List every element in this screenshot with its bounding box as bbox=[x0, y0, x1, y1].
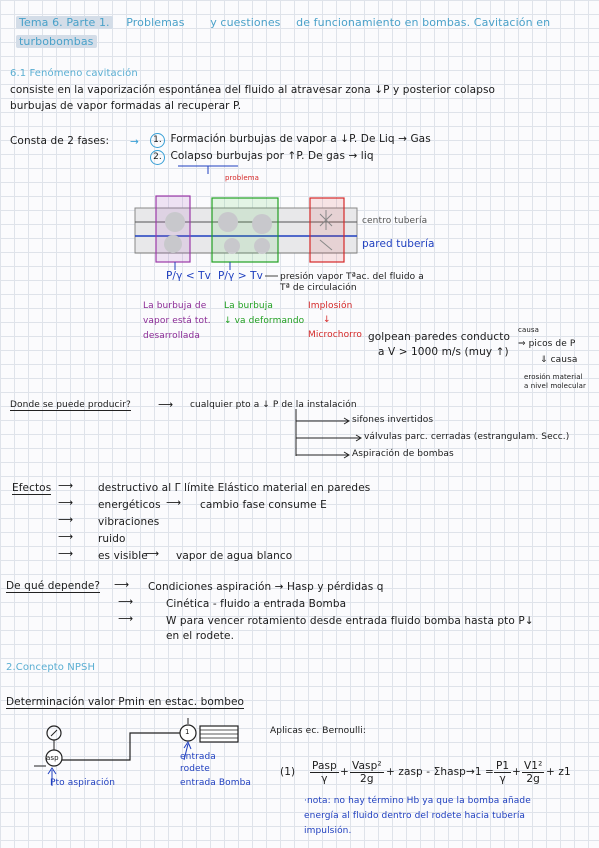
donde-item-2: válvulas parc. cerradas (estrangulam. Se… bbox=[364, 432, 570, 442]
eq-end: + z1 bbox=[546, 766, 571, 778]
equation-number: (1) bbox=[280, 766, 296, 778]
red-note-3: Microchorro bbox=[308, 330, 363, 340]
equation-p-less-tv: P/γ < Tv bbox=[166, 270, 211, 282]
section-heading-npsh: 2.Concepto NPSH bbox=[6, 662, 96, 673]
erosion-note-1: erosión material bbox=[524, 373, 583, 381]
title-part-1: Tema 6. Parte 1. bbox=[16, 16, 113, 29]
zone-implosion bbox=[309, 197, 345, 263]
efecto-item-2: energéticos bbox=[98, 499, 161, 511]
phase-2: 2. Colapso burbujas por ↑P. De gas → liq bbox=[150, 150, 374, 165]
phases-label: Consta de 2 fases: bbox=[10, 135, 110, 147]
red-note-2: ↓ bbox=[323, 315, 331, 325]
phase-2-note: problema bbox=[225, 174, 260, 182]
entrada-label-3: entrada Bomba bbox=[180, 778, 252, 788]
pipe-center-label: centro tubería bbox=[362, 216, 428, 226]
green-note-1: La burbuja bbox=[224, 301, 273, 311]
efecto-visible-note: vapor de agua blanco bbox=[176, 550, 293, 562]
entrada-label-1: entrada bbox=[180, 752, 216, 762]
title-line-2: turbobombas bbox=[16, 35, 97, 48]
phase-2-text: Colapso burbujas por ↑P. De gas → liq bbox=[170, 150, 374, 162]
note-line-1: ·nota: no hay término Hb ya que la bomba… bbox=[304, 796, 531, 806]
donde-label: Donde se puede producir? bbox=[10, 400, 131, 411]
section-heading-cavitacion: 6.1 Fenómeno cavitación bbox=[10, 68, 138, 79]
depende-item-2: Cinética - fluido a entrada Bomba bbox=[166, 598, 347, 610]
depende-item-3: W para vencer rotamiento desde entrada f… bbox=[166, 615, 534, 627]
vapor-pressure-note-1: presión vapor Tªac. del fluido a bbox=[280, 272, 424, 282]
definition-line-1: consiste en la vaporización espontánea d… bbox=[10, 84, 496, 96]
depende-item-1: Condiciones aspiración → Hasp y pérdidas… bbox=[148, 581, 384, 593]
efectos-label: Efectos bbox=[12, 482, 52, 495]
title-line-1: Tema 6. Parte 1. Problemas y cuestiones … bbox=[16, 16, 550, 29]
pump-point-number: 1 bbox=[185, 728, 190, 736]
erosion-note-2: a nivel molecular bbox=[524, 382, 586, 390]
efecto-item-4: ruido bbox=[98, 533, 126, 545]
eq-term-3: P1 γ bbox=[494, 760, 512, 785]
red-note-1: Implosión bbox=[308, 301, 353, 311]
green-note-2: ↓ va deformando bbox=[224, 316, 305, 326]
pipe-wall-label: pared tubería bbox=[362, 238, 435, 250]
pump-inlet-icon bbox=[179, 724, 197, 742]
depende-item-3-cont: en el rodete. bbox=[166, 630, 235, 642]
bernoulli-intro: Aplicas ec. Bernoulli: bbox=[270, 726, 366, 736]
entrada-label-2: rodete bbox=[180, 764, 210, 774]
phase-2-number: 2. bbox=[150, 150, 165, 165]
efecto-item-5: es visible bbox=[98, 550, 148, 562]
vapor-pressure-note-2: Tª de circulación bbox=[280, 283, 357, 293]
purple-note-3: desarrollada bbox=[143, 331, 200, 341]
donde-text: cualquier pto a ↓ P de la instalación bbox=[190, 400, 357, 410]
golpean-note-1: golpean paredes conducto bbox=[368, 331, 511, 343]
phase-1: 1. Formación burbujas de vapor a ↓P. De … bbox=[150, 133, 431, 148]
eq-term-4: V1² 2g bbox=[522, 760, 545, 785]
causa-note-2: ⇓ causa bbox=[540, 355, 578, 365]
phase-1-number: 1. bbox=[150, 133, 165, 148]
donde-arrow: ⟶ bbox=[158, 399, 174, 411]
eq-middle: + zasp - Σhasp→1 = bbox=[386, 766, 494, 778]
title-part-4: de funcionamiento en bombas. Cavitación … bbox=[296, 16, 551, 29]
efecto-item-1: destructivo al Γ límite Elástico materia… bbox=[98, 482, 371, 494]
eq-term-2: Vasp² 2g bbox=[350, 760, 384, 785]
purple-note-2: vapor está tot. bbox=[143, 316, 211, 326]
asp-point-icon bbox=[45, 749, 63, 767]
equation-p-greater-tv: P/γ > Tv bbox=[218, 270, 263, 282]
title-part-3: y cuestiones bbox=[210, 16, 281, 29]
phase-1-text: Formación burbujas de vapor a ↓P. De Liq… bbox=[170, 133, 431, 145]
efecto-item-3: vibraciones bbox=[98, 516, 160, 528]
pto-aspiracion-label: Pto aspiración bbox=[50, 778, 116, 788]
efecto-energeticos-note: cambio fase consume E bbox=[200, 499, 327, 511]
npsh-subheading: Determinación valor Pmin en estac. bombe… bbox=[6, 696, 245, 709]
donde-item-3: Aspiración de bombas bbox=[352, 449, 454, 459]
purple-note-1: La burbuja de bbox=[143, 301, 207, 311]
note-line-2: energía al fluido dentro del rodete haci… bbox=[304, 811, 526, 821]
note-line-3: impulsión. bbox=[304, 826, 352, 836]
eq-term-1: Pasp γ bbox=[310, 760, 339, 785]
asp-label: asp bbox=[46, 754, 59, 762]
golpean-note-2: a V > 1000 m/s (muy ↑) bbox=[378, 346, 509, 358]
depende-label: De qué depende? bbox=[6, 580, 101, 593]
phase-arrow: → bbox=[130, 136, 139, 148]
causa-note-1: causa bbox=[518, 326, 540, 334]
picos-note: ⇒ picos de P bbox=[518, 339, 576, 349]
title-part-2: Problemas bbox=[126, 16, 185, 29]
definition-line-2: burbujas de vapor formadas al recuperar … bbox=[10, 100, 242, 112]
donde-item-1: sifones invertidos bbox=[352, 415, 434, 425]
